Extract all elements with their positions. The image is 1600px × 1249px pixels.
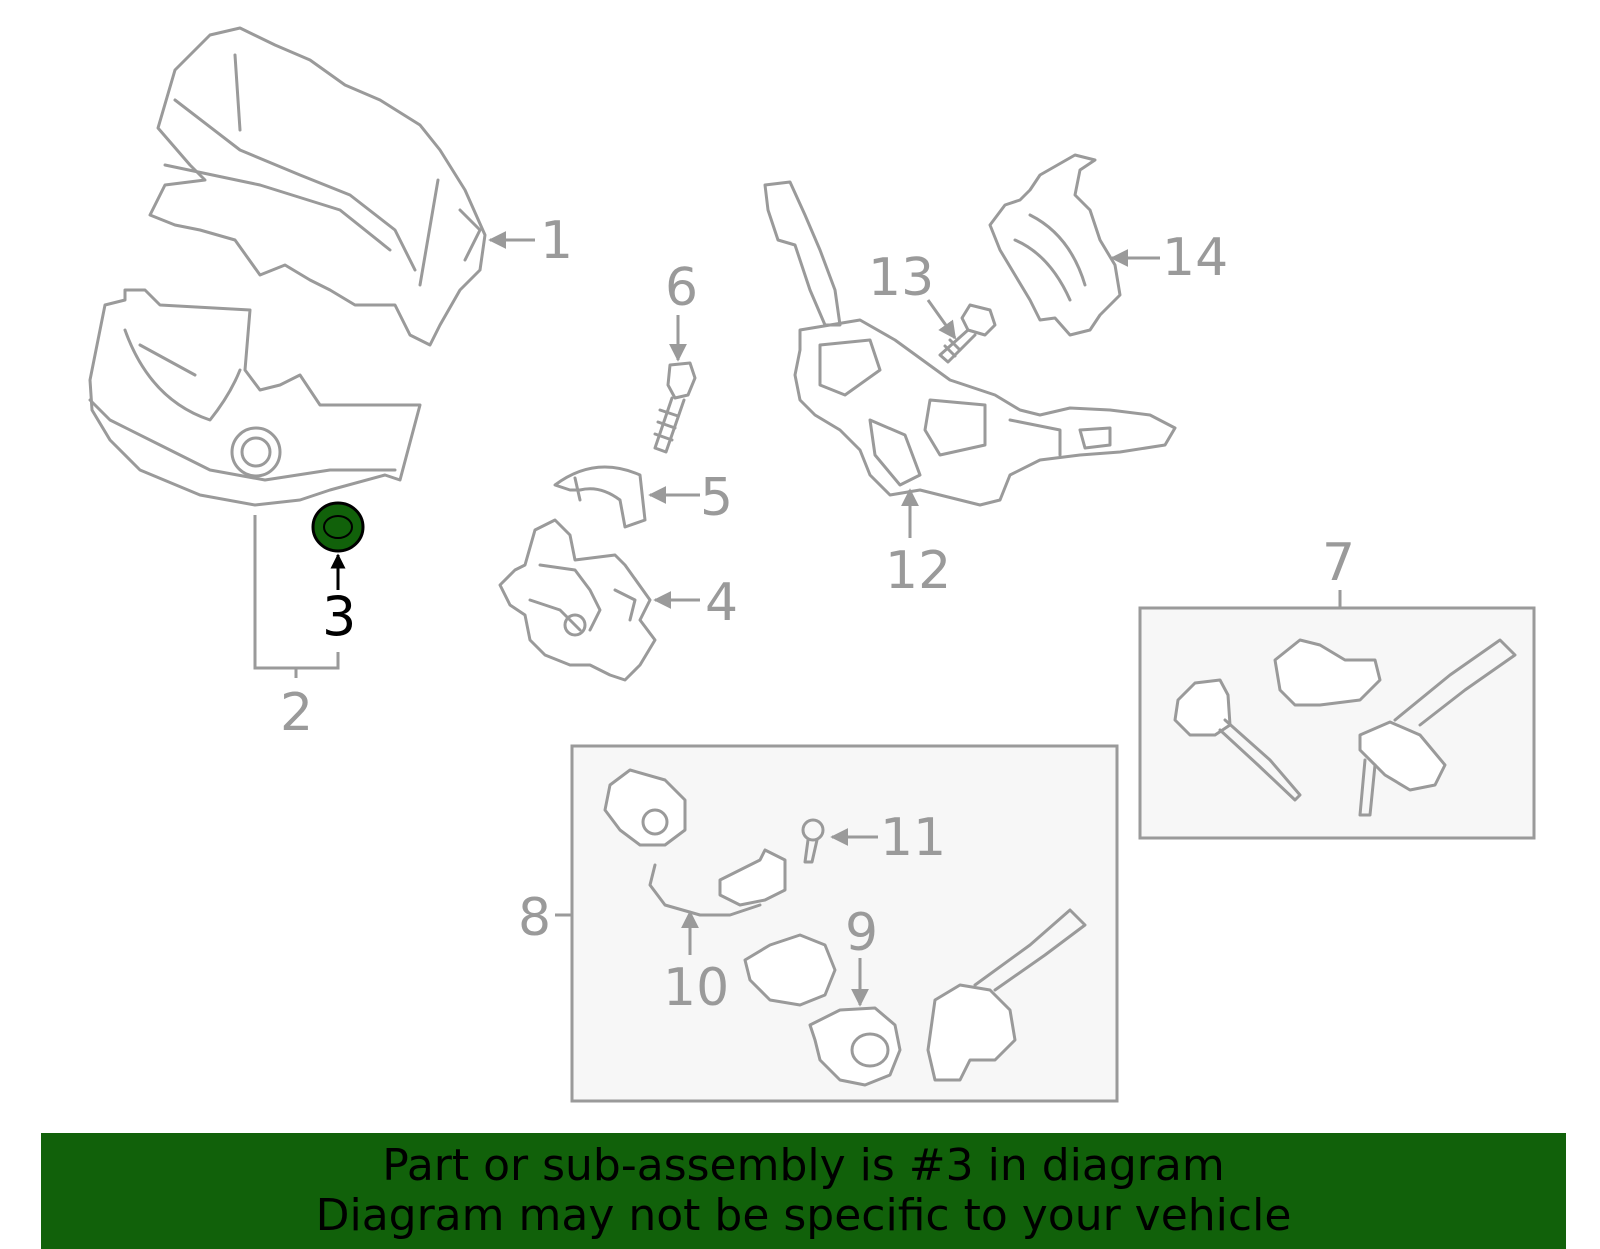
callout-13[interactable]: 13 xyxy=(868,248,934,308)
info-banner: Part or sub-assembly is #3 in diagram Di… xyxy=(41,1133,1566,1249)
callout-1[interactable]: 1 xyxy=(540,211,573,271)
callout-10[interactable]: 10 xyxy=(663,958,729,1018)
part-lock-housing[interactable] xyxy=(498,518,657,682)
callout-8[interactable]: 8 xyxy=(518,888,551,948)
part-3-grommet[interactable] xyxy=(311,501,365,553)
part-upper-column-cover[interactable] xyxy=(148,26,487,347)
callout-9[interactable]: 9 xyxy=(845,903,878,963)
callout-3[interactable]: 3 xyxy=(322,585,356,648)
part-combination-switch[interactable] xyxy=(763,180,1177,507)
part-lower-column-cover[interactable] xyxy=(88,288,422,507)
leader-lines xyxy=(253,231,1342,1007)
callout-2[interactable]: 2 xyxy=(280,683,313,743)
part-clamp-bracket[interactable] xyxy=(553,465,647,529)
part-bolt-13[interactable] xyxy=(938,303,997,364)
part-bolt-6[interactable] xyxy=(653,361,697,454)
banner-line-disclaimer: Diagram may not be specific to your vehi… xyxy=(315,1190,1292,1241)
callout-4[interactable]: 4 xyxy=(705,573,738,633)
part-clock-spring[interactable] xyxy=(988,153,1122,337)
kit-box-8[interactable] xyxy=(570,744,1119,1103)
callout-11[interactable]: 11 xyxy=(880,808,946,868)
kit-box-7[interactable] xyxy=(1138,606,1536,840)
callout-7[interactable]: 7 xyxy=(1322,533,1355,593)
callout-numbers: 1 2 3 4 5 6 7 8 9 10 11 12 13 14 xyxy=(280,211,1355,1018)
banner-line-part: Part or sub-assembly is #3 in diagram xyxy=(382,1140,1225,1191)
callout-14[interactable]: 14 xyxy=(1162,228,1228,288)
callout-5[interactable]: 5 xyxy=(700,468,733,528)
callout-6[interactable]: 6 xyxy=(665,258,698,318)
callout-12[interactable]: 12 xyxy=(885,541,951,601)
